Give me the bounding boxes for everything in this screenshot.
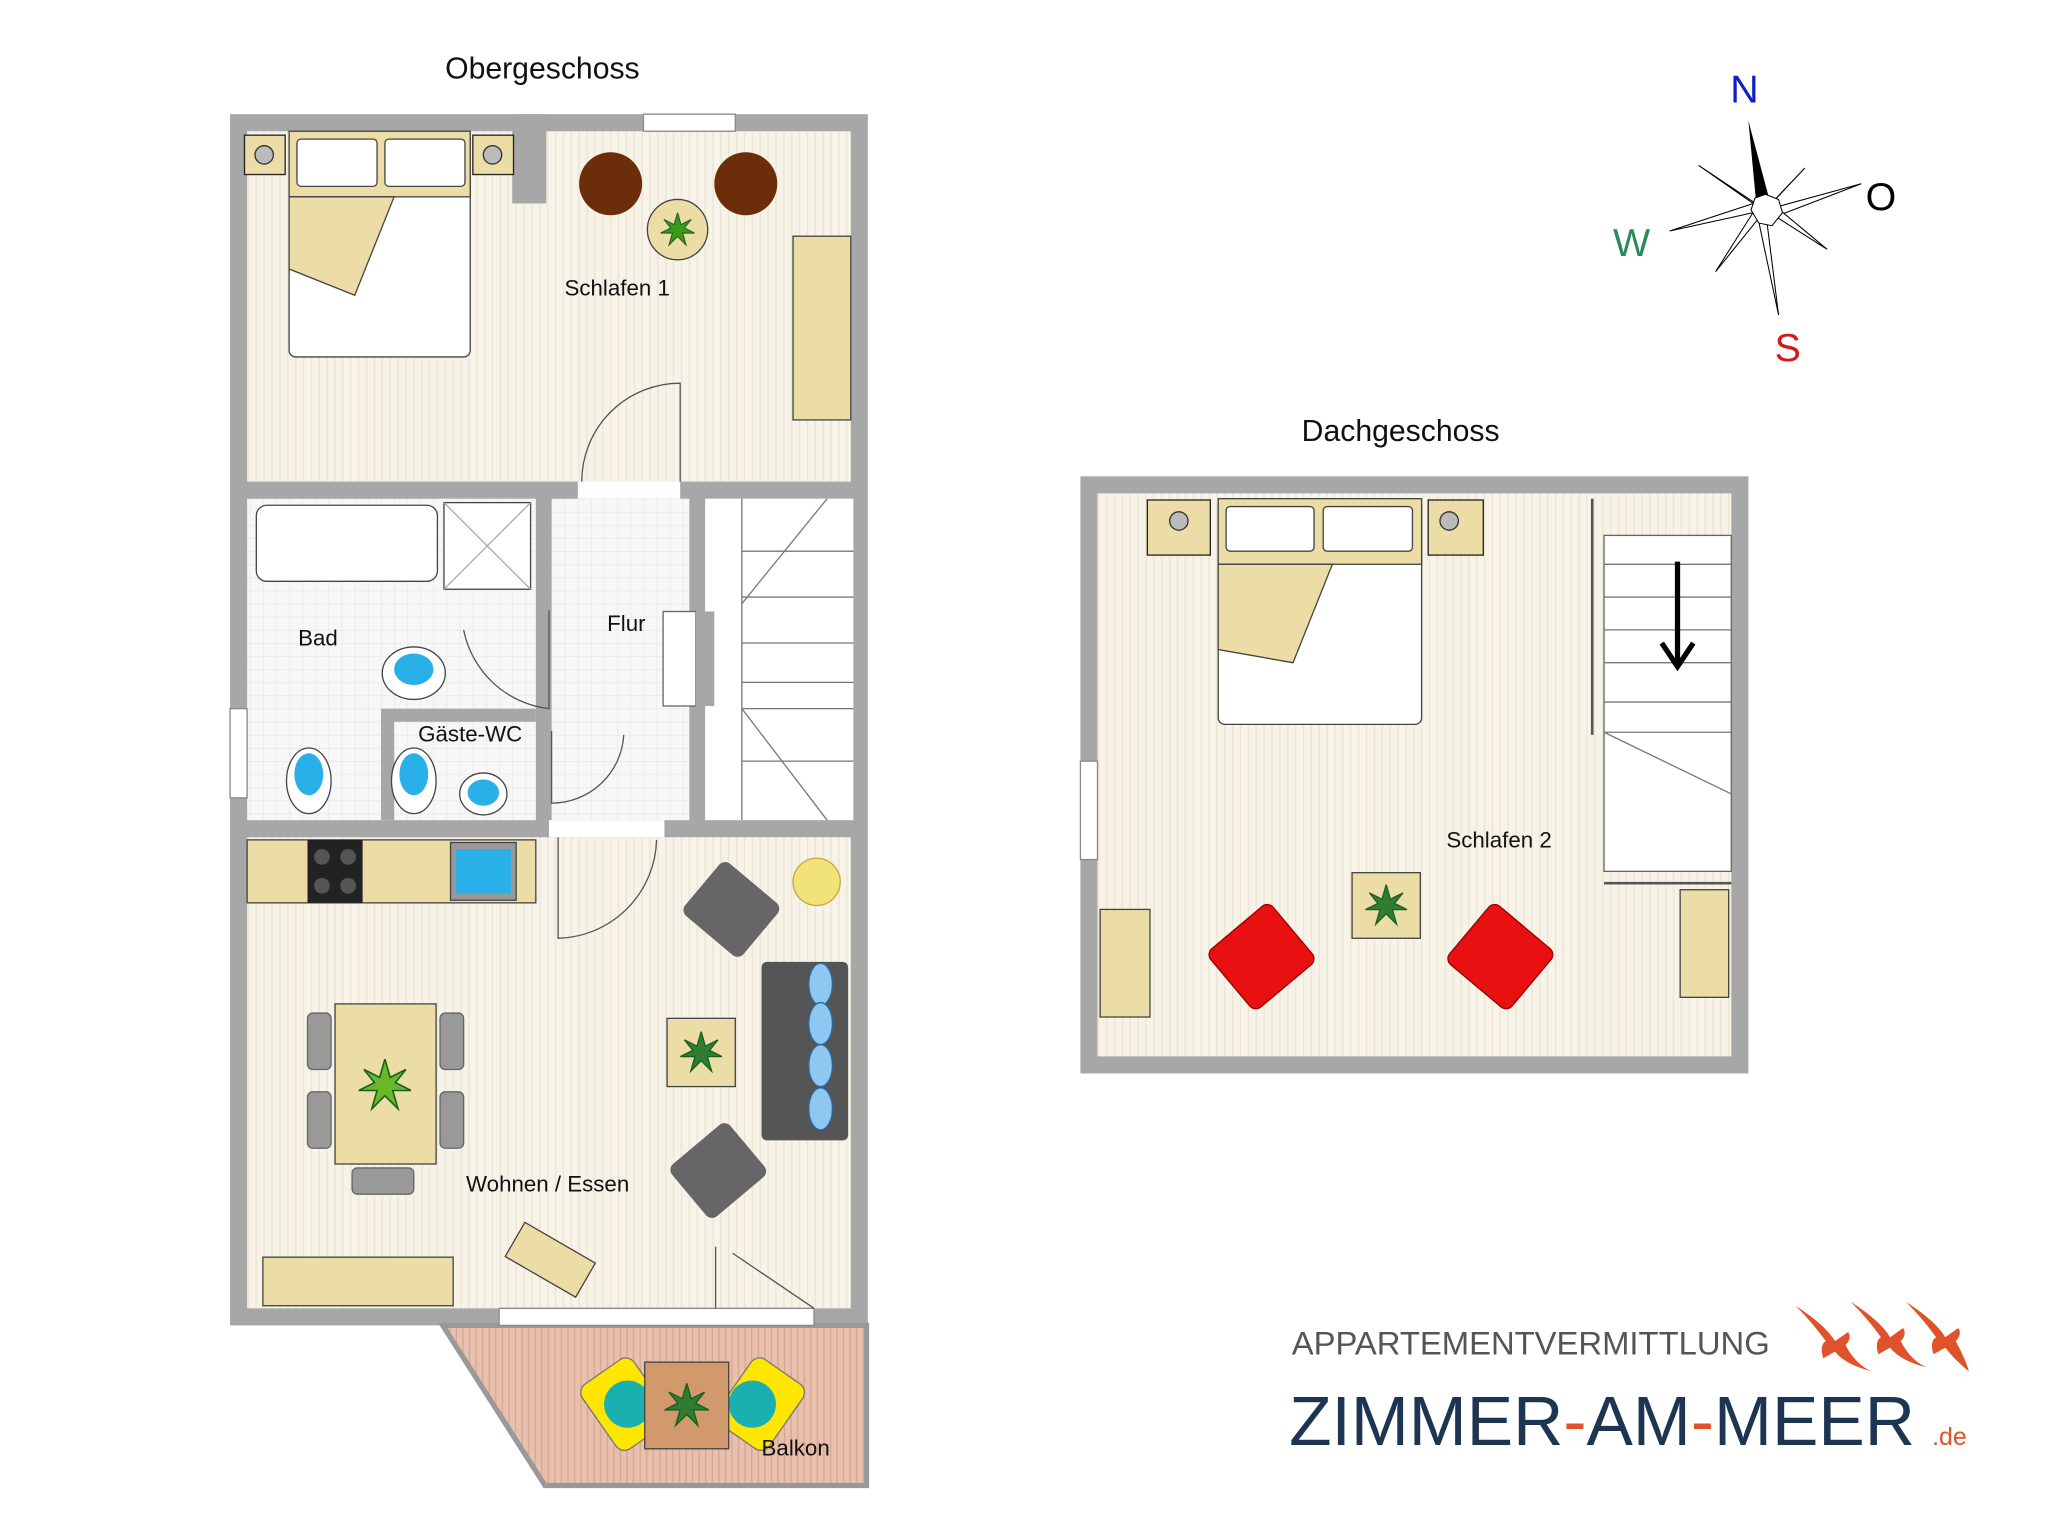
door-swings <box>463 382 815 1309</box>
down-arrow-icon <box>1659 561 1696 672</box>
compass-south: S <box>1775 326 1801 370</box>
window <box>1079 760 1099 861</box>
compass-rose-icon: N O W S <box>1613 67 1896 370</box>
logo-dash: - <box>1691 1382 1714 1460</box>
logo-wordmark: ZIMMER-AM-MEER <box>1289 1382 1915 1460</box>
upper-floor-plan: Obergeschoss <box>229 53 870 1489</box>
upper-floor-title: Obergeschoss <box>445 53 640 86</box>
window <box>229 707 248 799</box>
sofa <box>761 961 849 1141</box>
armchair-icon <box>579 152 643 216</box>
compass-east: O <box>1866 175 1897 219</box>
logo-tagline: APPARTEMENTVERMITTLUNG <box>1292 1324 1770 1361</box>
sideboard <box>262 1256 454 1307</box>
dresser <box>1679 889 1730 998</box>
bathtub <box>255 504 439 582</box>
floor-lamp-icon <box>792 857 841 907</box>
logo-part-zimmer: ZIMMER <box>1289 1382 1563 1460</box>
stove-icon <box>307 839 363 903</box>
wardrobe <box>792 235 852 421</box>
room-label-flur: Flur <box>607 611 646 636</box>
tv-icon <box>504 1221 597 1299</box>
seagull-icons <box>1795 1301 1969 1372</box>
balcony-window <box>498 1307 815 1327</box>
logo-part-am: AM <box>1587 1382 1691 1460</box>
door-opening <box>577 481 681 499</box>
room-label-bad: Bad <box>298 626 338 651</box>
logo-part-meer: MEER <box>1714 1382 1915 1460</box>
compass-north: N <box>1730 67 1758 111</box>
armchair-icon <box>683 862 780 957</box>
compass-west: W <box>1613 221 1651 265</box>
red-armchair-icon <box>1447 903 1554 1010</box>
attic-floor-plan: Dachgeschoss Schlafen 2 <box>1079 415 1749 1074</box>
room-label-schlafen-1: Schlafen 1 <box>565 275 670 300</box>
room-label-wohnen-essen: Wohnen / Essen <box>466 1172 629 1197</box>
room-label-schlafen-2: Schlafen 2 <box>1446 828 1551 853</box>
dresser <box>1099 908 1151 1018</box>
door-opening <box>548 820 665 838</box>
staircase <box>1603 534 1732 873</box>
attic-floor-title: Dachgeschoss <box>1302 415 1500 448</box>
room-label-gaeste-wc: Gäste-WC <box>418 721 522 746</box>
room-label-balkon: Balkon <box>762 1435 830 1460</box>
logo-tld: .de <box>1932 1423 1967 1451</box>
brand-logo: APPARTEMENTVERMITTLUNG ZIMMER-AM-MEER .d… <box>1289 1301 1969 1460</box>
armchair-icon <box>714 152 778 216</box>
red-armchair-icon <box>1208 903 1315 1010</box>
armchair-icon <box>670 1123 767 1218</box>
window <box>642 113 736 132</box>
staircase <box>705 498 854 821</box>
logo-dash: - <box>1563 1382 1586 1460</box>
